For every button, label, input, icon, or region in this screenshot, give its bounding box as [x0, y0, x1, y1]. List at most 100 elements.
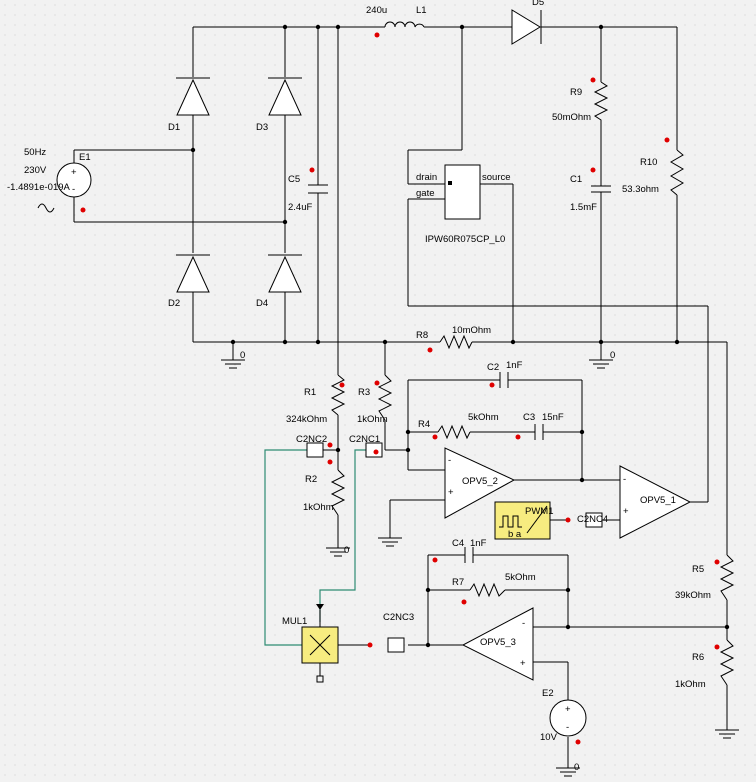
mosfet-source-pin: source — [482, 172, 511, 183]
R1-label: R1 — [304, 387, 316, 398]
R4-value: 5kOhm — [468, 412, 499, 423]
inductor-L1[interactable]: 240u L1 — [366, 5, 427, 38]
resistor-R9[interactable]: R9 50mOhm — [552, 77, 609, 126]
E1-current: -1.4891e-019A — [7, 182, 71, 193]
wires — [73, 26, 728, 768]
mosfet-model: IPW60R075CP_L0 — [425, 234, 505, 245]
pwm-block-PWM1[interactable]: PWM1 b a — [494, 501, 554, 540]
C2-value: 1nF — [506, 360, 523, 371]
resistor-R2[interactable]: R2 1kOhm — [303, 459, 346, 516]
pwm-waveform-icon — [499, 515, 522, 528]
converter-C2NC1[interactable]: C2NC1 — [349, 434, 383, 458]
C2-label: C2 — [487, 362, 499, 373]
OPV5_3-minus: - — [522, 618, 525, 629]
resistor-R5[interactable]: R5 39kOhm — [675, 554, 735, 601]
ground-2: 0 — [589, 350, 615, 369]
mosfet-gate-pin: gate — [416, 188, 435, 199]
diode-D1[interactable]: D1 — [168, 77, 210, 133]
converter-C2NC2[interactable]: C2NC2 — [296, 434, 333, 458]
C5-value: 2.4uF — [288, 202, 312, 213]
OPV5_2-minus: - — [448, 455, 451, 466]
C4-value: 1nF — [470, 538, 487, 549]
converter-C2NC4[interactable]: C2NC4 — [565, 512, 609, 528]
R3-value: 1kOhm — [357, 414, 388, 425]
mosfet-Q1[interactable]: drain gate source IPW60R075CP_L0 — [416, 164, 511, 245]
ground-6-label: 0 — [574, 762, 579, 773]
R10-value: 53.3ohm — [622, 184, 659, 195]
C2NC3-label: C2NC3 — [383, 612, 414, 623]
D4-label: D4 — [256, 298, 268, 309]
L1-value: 240u — [366, 5, 387, 16]
diode-D5[interactable]: D5 — [511, 0, 548, 45]
opamp-OPV5_3[interactable]: - + OPV5_3 — [461, 607, 534, 681]
R6-value: 1kOhm — [675, 679, 706, 690]
capacitor-C2[interactable]: C2 1nF — [487, 360, 523, 388]
resistor-R8[interactable]: R8 10mOhm — [416, 325, 491, 353]
resistor-R4[interactable]: R4 5kOhm — [418, 412, 499, 440]
E2-label: E2 — [542, 688, 554, 699]
OPV5_1-label: OPV5_1 — [640, 495, 676, 506]
OPV5_2-label: OPV5_2 — [462, 476, 498, 487]
E1-label: E1 — [79, 152, 91, 163]
dc-source-E2[interactable]: + - E2 10V — [540, 688, 587, 745]
MUL1-label: MUL1 — [282, 616, 307, 627]
R2-value: 1kOhm — [303, 502, 334, 513]
R2-label: R2 — [305, 474, 317, 485]
E2-value: 10V — [540, 732, 558, 743]
R3-label: R3 — [358, 387, 370, 398]
D1-label: D1 — [168, 122, 180, 133]
R10-label: R10 — [640, 157, 657, 168]
resistor-R10[interactable]: R10 53.3ohm — [622, 137, 684, 196]
capacitor-C1[interactable]: C1 1.5mF — [570, 167, 611, 214]
ground-4 — [378, 537, 402, 547]
diode-D4[interactable]: D4 — [256, 254, 302, 309]
capacitor-C3[interactable]: C3 15nF — [515, 412, 564, 440]
OPV5_2-plus: + — [448, 487, 454, 498]
R7-label: R7 — [452, 577, 464, 588]
C1-value: 1.5mF — [570, 202, 597, 213]
E1-plus: + — [71, 167, 77, 178]
capacitor-C4[interactable]: C4 1nF — [432, 538, 487, 563]
E1-minus: - — [72, 184, 75, 195]
diode-D3[interactable]: D3 — [256, 77, 302, 133]
OPV5_3-plus: + — [520, 658, 526, 669]
E2-minus: - — [566, 722, 569, 733]
R5-value: 39kOhm — [675, 590, 711, 601]
ac-source-E1[interactable]: + - 50Hz 230V -1.4891e-019A E1 — [7, 147, 92, 213]
C3-value: 15nF — [542, 412, 564, 423]
C2NC2-label: C2NC2 — [296, 434, 327, 445]
opamp-OPV5_1[interactable]: - + OPV5_1 — [619, 465, 692, 539]
resistor-R3[interactable]: R3 1kOhm — [357, 374, 393, 425]
E1-voltage: 230V — [24, 165, 47, 176]
OPV5_3-label: OPV5_3 — [480, 637, 516, 648]
OPV5_1-plus: + — [623, 506, 629, 517]
R7-value: 5kOhm — [505, 572, 536, 583]
opamp-OPV5_2[interactable]: - + OPV5_2 — [444, 447, 516, 519]
D2-label: D2 — [168, 298, 180, 309]
resistor-R7[interactable]: R7 5kOhm — [452, 572, 536, 605]
capacitor-C5[interactable]: C5 2.4uF — [288, 167, 328, 214]
R9-label: R9 — [570, 87, 582, 98]
converter-C2NC3[interactable]: C2NC3 — [367, 612, 415, 653]
ground-5 — [715, 729, 739, 739]
resistor-R1[interactable]: R1 324kOhm — [286, 374, 346, 425]
C5-label: C5 — [288, 174, 300, 185]
PWM1-label: PWM1 — [525, 506, 554, 517]
signal-wires — [264, 449, 366, 646]
C1-label: C1 — [570, 174, 582, 185]
R4-label: R4 — [418, 419, 430, 430]
R8-value: 10mOhm — [452, 325, 491, 336]
ground-3: 0 — [326, 545, 350, 557]
C2NC4-label: C2NC4 — [577, 514, 608, 525]
OPV5_1-minus: - — [623, 474, 626, 485]
R1-value: 324kOhm — [286, 414, 327, 425]
R6-label: R6 — [692, 652, 704, 663]
diode-D2[interactable]: D2 — [168, 254, 210, 309]
resistor-R6[interactable]: R6 1kOhm — [675, 639, 735, 690]
ground-1-label: 0 — [240, 350, 245, 361]
R9-value: 50mOhm — [552, 112, 591, 123]
D5-label: D5 — [532, 0, 544, 8]
multiplier-MUL1[interactable]: MUL1 — [282, 604, 339, 683]
